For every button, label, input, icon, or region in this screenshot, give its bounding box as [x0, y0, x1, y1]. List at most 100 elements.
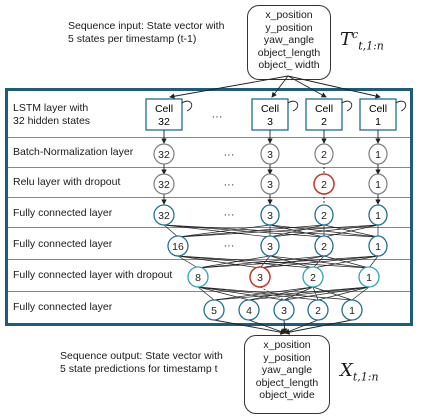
- node-bn-32-label: 32: [158, 149, 170, 161]
- network-frame: [5, 88, 413, 326]
- input-caption: Sequence input: State vector with 5 stat…: [68, 20, 224, 46]
- dense-fc2-fc3: [177, 255, 379, 269]
- lstm-cell-32-label2: 32: [158, 116, 170, 128]
- label-lstm: LSTM layer with 32 hidden states: [13, 102, 90, 127]
- lstm-cell-3-label1: Cell: [261, 103, 279, 115]
- input-state-width: object_ width: [258, 59, 320, 72]
- node-fc2-16: [167, 235, 189, 257]
- node-fc1-1: [368, 204, 388, 226]
- input-state-length: object_length: [257, 46, 321, 59]
- nodes-fc1: [153, 204, 388, 226]
- nodes-batchnorm: [153, 143, 388, 165]
- node-fc4-1: [341, 299, 363, 321]
- node-fc2-1-label: 1: [375, 241, 381, 253]
- node-fc1-32-label: 32: [158, 210, 170, 222]
- label-fc4: Fully connected layer: [13, 301, 113, 313]
- input-symbol-sub: t,1:n: [358, 39, 384, 53]
- node-relu-2-dropped: [313, 173, 335, 195]
- lstm-loop-1: [395, 100, 407, 112]
- output-caption: Sequence output: State vector with 5 sta…: [60, 350, 223, 376]
- dense-fc3-fc4: [197, 286, 370, 301]
- node-fc4-4-label: 4: [246, 305, 252, 317]
- input-arrow-cell2: [287, 75, 327, 98]
- output-state-x: x_position: [263, 339, 311, 351]
- label-relu: Relu layer with dropout: [13, 176, 121, 188]
- output-state-y: y_position: [263, 351, 311, 364]
- output-state-yaw: yaw_angle: [261, 364, 313, 377]
- output-caption-line2: 5 state predictions for timestamp t: [60, 363, 218, 375]
- node-fc3-2: [302, 266, 324, 288]
- ellipsis-fc1: ···: [224, 209, 235, 221]
- node-fc2-3-label: 3: [267, 241, 273, 253]
- lstm-cell-1-label1: Cell: [369, 103, 387, 115]
- lstm-cell-2-label2: 2: [321, 116, 327, 128]
- lstm-cell-2-label1: Cell: [315, 103, 333, 115]
- lstm-cells: [145, 98, 407, 131]
- label-lstm-line1: LSTM layer with: [13, 102, 89, 114]
- nodes-relu: [153, 173, 388, 195]
- node-bn-1-label: 1: [375, 149, 381, 161]
- node-fc3-1-label: 1: [366, 272, 372, 284]
- node-fc4-3: [273, 299, 295, 321]
- ellipsis-relu: ···: [224, 179, 235, 191]
- input-symbol-sup: c: [352, 28, 359, 41]
- node-bn-3: [260, 143, 280, 165]
- node-fc3-8: [187, 266, 209, 288]
- node-fc4-1-label: 1: [349, 305, 355, 317]
- input-arrow-cell3: [271, 75, 289, 98]
- input-state-vector-box: x_position y_position yaw_angle object_l…: [247, 5, 331, 80]
- vertical-connections: [161, 130, 381, 205]
- row-batchnorm: [8, 138, 410, 168]
- node-relu-2-label: 2: [321, 179, 327, 191]
- node-fc2-1: [368, 235, 388, 257]
- node-fc3-2-label: 2: [310, 272, 316, 284]
- node-fc1-1-label: 1: [375, 210, 381, 222]
- output-state-wide: object_wide: [259, 389, 315, 402]
- ellipsis-lstm: ···: [212, 111, 223, 123]
- node-fc2-3: [260, 235, 280, 257]
- label-lstm-line2: 32 hidden states: [13, 114, 91, 127]
- output-state-vector-box: x_position y_position yaw_angle object_l…: [244, 335, 330, 414]
- node-relu-32-label: 32: [158, 179, 170, 191]
- row-fc2: [8, 228, 410, 260]
- output-symbol: Xt,1:n: [340, 360, 379, 384]
- node-bn-3-label: 3: [267, 149, 273, 161]
- lstm-cell-1-label2: 1: [375, 116, 381, 128]
- input-state-x: x_position: [265, 9, 313, 21]
- node-fc4-2-label: 2: [315, 305, 321, 317]
- input-caption-line1: Sequence input: State vector with: [68, 20, 225, 32]
- node-fc4-4: [238, 299, 260, 321]
- node-fc3-1: [358, 266, 380, 288]
- input-state-yaw: yaw_angle: [263, 34, 315, 47]
- input-fanout-arrows: [169, 75, 381, 99]
- node-fc4-5-label: 5: [211, 305, 217, 317]
- ellipsis-fc2: ···: [224, 240, 235, 252]
- node-bn-32: [153, 143, 175, 165]
- node-fc1-2-label: 2: [321, 210, 327, 222]
- input-arrow-cell1: [287, 75, 381, 99]
- node-fc1-32: [153, 204, 175, 226]
- node-fc2-2: [314, 235, 334, 257]
- input-state-y: y_position: [265, 21, 313, 34]
- label-fc3: Fully connected layer with dropout: [13, 269, 173, 281]
- nodes-fc3: [187, 266, 380, 288]
- lstm-cell-3-label2: 3: [267, 116, 273, 128]
- node-fc4-3-label: 3: [281, 305, 287, 317]
- input-caption-line2: 5 states per timestamp (t-1): [68, 33, 197, 45]
- nodes-fc4: [203, 299, 363, 321]
- output-state-length: object_length: [255, 376, 319, 389]
- node-bn-2: [314, 143, 334, 165]
- input-symbol-letter: T: [340, 29, 353, 50]
- node-bn-1: [368, 143, 388, 165]
- node-relu-3: [260, 173, 280, 195]
- node-fc1-3-label: 3: [267, 210, 273, 222]
- row-relu: [8, 168, 410, 198]
- output-caption-line1: Sequence output: State vector with: [60, 350, 223, 362]
- node-relu-32: [153, 173, 175, 195]
- node-relu-1-label: 1: [375, 179, 381, 191]
- node-fc1-2: [314, 204, 334, 226]
- node-fc4-2: [307, 299, 329, 321]
- output-fanin-arrows: [213, 319, 353, 335]
- node-fc3-8-label: 8: [195, 272, 201, 284]
